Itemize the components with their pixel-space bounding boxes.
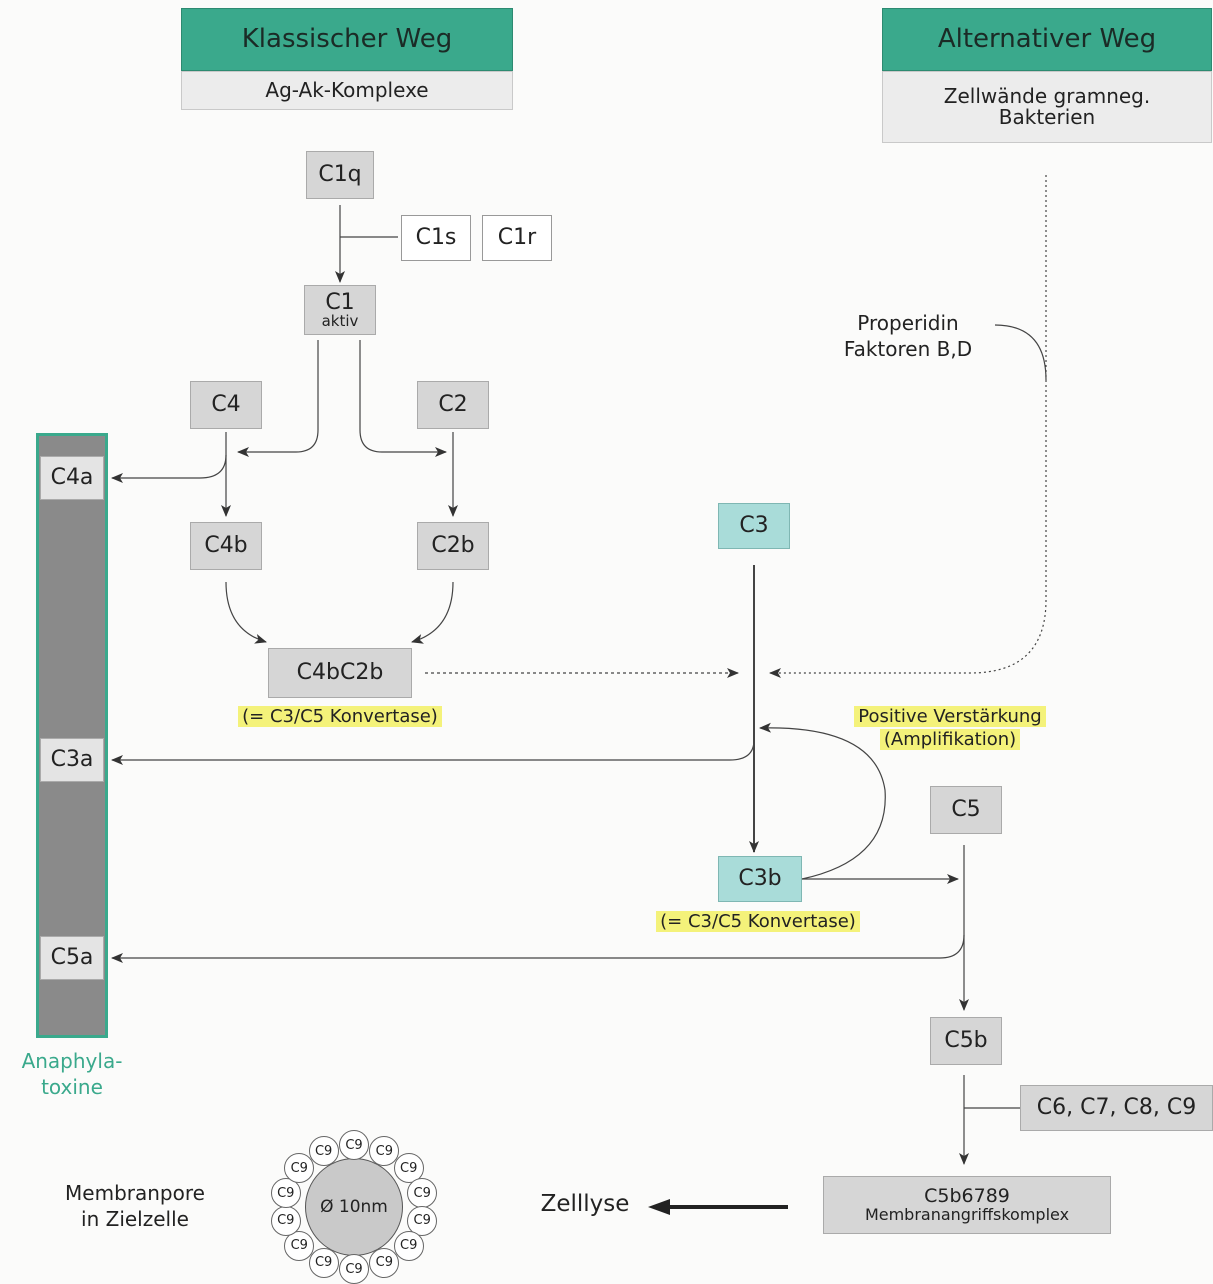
c9-molecule: C9 xyxy=(393,1153,424,1184)
node-c4a-label: C4a xyxy=(50,465,94,491)
node-c5b-label: C5b xyxy=(944,1028,988,1054)
node-c3a-label: C3a xyxy=(50,747,94,773)
c9-molecule: C9 xyxy=(339,1130,369,1160)
c9-molecule: C9 xyxy=(308,1247,339,1278)
zelllyse-label: Zelllyse xyxy=(520,1190,650,1220)
alternative-sub-line1: Zellwände gramneg. xyxy=(943,84,1151,108)
properidin-line1: Properidin xyxy=(857,311,959,335)
node-mac: C5b6789 Membranangriffskomplex xyxy=(823,1176,1111,1234)
node-c3: C3 xyxy=(718,503,790,549)
node-c4-label: C4 xyxy=(211,392,241,418)
node-c1r-label: C1r xyxy=(497,225,537,251)
node-c1-label: C1 xyxy=(325,289,355,315)
convertase-label-2-text: (= C3/C5 Konvertase) xyxy=(656,911,860,932)
classic-pathway-header: Klassischer Weg xyxy=(181,8,513,71)
c9-molecule: C9 xyxy=(407,1205,438,1236)
anaphylatoxin-line1: Anaphyla- xyxy=(21,1049,123,1073)
node-c1q: C1q xyxy=(306,151,374,199)
properidin-line2: Faktoren B,D xyxy=(843,337,973,361)
node-c1s: C1s xyxy=(401,215,471,261)
c9-molecule: C9 xyxy=(393,1230,424,1261)
convertase-label-1-text: (= C3/C5 Konvertase) xyxy=(238,706,442,727)
node-c4b: C4b xyxy=(190,522,262,570)
alternative-pathway-subheader: Zellwände gramneg. Bakterien xyxy=(882,71,1212,143)
c9-molecule: C9 xyxy=(270,1178,301,1209)
anaphylatoxin-line2: toxine xyxy=(41,1075,103,1099)
classic-pathway-subheader: Ag-Ak-Komplexe xyxy=(181,71,513,110)
node-c3b-label: C3b xyxy=(738,866,782,892)
node-c4a: C4a xyxy=(40,456,104,500)
node-c4bc2b-label: C4bC2b xyxy=(296,660,384,686)
membranpore-line1: Membranpore xyxy=(65,1181,205,1205)
classic-pathway-title: Klassischer Weg xyxy=(241,23,453,54)
node-c1s-label: C1s xyxy=(415,225,457,251)
c9-molecule: C9 xyxy=(284,1153,315,1184)
node-c6789: C6, C7, C8, C9 xyxy=(1020,1085,1213,1131)
node-c1-sub: aktiv xyxy=(321,311,359,330)
node-c2-label: C2 xyxy=(438,392,468,418)
amplification-line1: Positive Verstärkung xyxy=(854,706,1046,727)
node-c1q-label: C1q xyxy=(318,162,362,188)
convertase-label-2: (= C3/C5 Konvertase) xyxy=(628,910,888,933)
c9-molecule: C9 xyxy=(339,1254,369,1284)
alternative-sub-line2: Bakterien xyxy=(998,105,1096,129)
node-c3b: C3b xyxy=(718,856,802,902)
c9-molecule: C9 xyxy=(284,1230,315,1261)
zelllyse-text: Zelllyse xyxy=(540,1191,630,1217)
node-mac-sub: Membranangriffskomplex xyxy=(864,1204,1070,1224)
convertase-label-1: (= C3/C5 Konvertase) xyxy=(220,705,460,728)
node-c3a: C3a xyxy=(40,738,104,782)
node-c2: C2 xyxy=(417,381,489,429)
anaphylatoxin-label: Anaphyla- toxine xyxy=(2,1048,142,1100)
c9-molecule: C9 xyxy=(369,1247,400,1278)
node-c2b-label: C2b xyxy=(431,533,475,559)
classic-pathway-sub: Ag-Ak-Komplexe xyxy=(265,78,429,102)
node-c5a: C5a xyxy=(40,936,104,980)
amplification-line2: (Amplifikation) xyxy=(879,729,1021,751)
node-c5b: C5b xyxy=(930,1017,1002,1065)
node-c4: C4 xyxy=(190,381,262,429)
c9-molecule: C9 xyxy=(308,1136,339,1167)
node-c4b-label: C4b xyxy=(204,533,248,559)
c9-molecule: C9 xyxy=(270,1205,301,1236)
node-c5: C5 xyxy=(930,786,1002,834)
amplification-label: Positive Verstärkung (Amplifikation) xyxy=(830,705,1070,752)
membranpore-label: Membranpore in Zielzelle xyxy=(30,1180,240,1232)
properidin-label: Properidin Faktoren B,D xyxy=(818,310,998,362)
c9-molecule: C9 xyxy=(407,1178,438,1209)
node-c2b: C2b xyxy=(417,522,489,570)
alternative-pathway-header: Alternativer Weg xyxy=(882,8,1212,71)
node-c3-label: C3 xyxy=(739,513,769,539)
node-c1-aktiv: C1 aktiv xyxy=(304,285,376,335)
node-mac-title: C5b6789 xyxy=(924,1184,1010,1207)
node-c5-label: C5 xyxy=(951,797,981,823)
pore-center: Ø 10nm xyxy=(305,1158,403,1256)
node-c1r: C1r xyxy=(482,215,552,261)
node-c4bc2b: C4bC2b xyxy=(268,648,412,698)
alternative-pathway-title: Alternativer Weg xyxy=(937,23,1157,54)
membranpore-line2: in Zielzelle xyxy=(81,1207,189,1231)
node-c6789-label: C6, C7, C8, C9 xyxy=(1036,1095,1197,1121)
pore-center-label: Ø 10nm xyxy=(320,1197,388,1217)
node-c5a-label: C5a xyxy=(50,945,94,971)
